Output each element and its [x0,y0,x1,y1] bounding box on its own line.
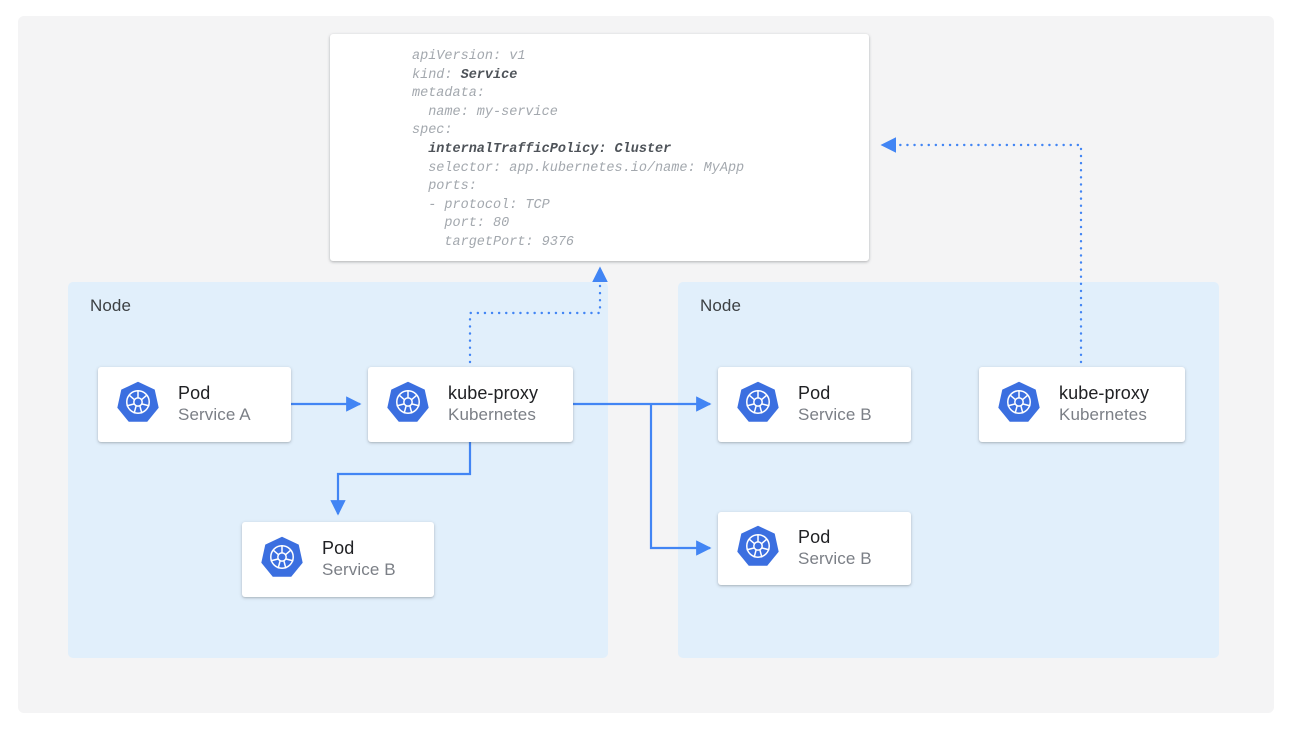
yaml-line: apiVersion: v1 [412,49,526,64]
node-container-right: Node [678,282,1219,658]
card-subtitle: Kubernetes [1059,405,1147,425]
card-kube-proxy-left[interactable]: kube-proxy Kubernetes [368,367,573,442]
card-text: Pod Service B [798,527,872,570]
card-title: Pod [798,383,831,404]
node-label-right: Node [700,296,742,315]
card-subtitle: Service A [178,405,251,425]
wire-kube-proxy-to-remote-pod-b2 [649,404,712,556]
yaml-line: internalTrafficPolicy: Cluster [412,141,672,157]
wire-kube-proxy-right-to-service [880,137,1083,364]
card-kube-proxy-right[interactable]: kube-proxy Kubernetes [979,367,1185,442]
card-title: Pod [178,383,211,404]
card-subtitle: Kubernetes [448,405,536,425]
kubernetes-icon [997,380,1041,429]
yaml-line: port: 80 [412,216,510,232]
kubernetes-icon [736,380,780,429]
service-manifest-yaml: apiVersion: v1 kind: Service metadata: nam… [412,48,744,253]
kubernetes-icon [736,524,780,573]
card-text: Pod Service B [798,383,872,426]
yaml-line: metadata: [412,86,485,102]
node-label-left: Node [90,296,132,315]
card-pod-service-b-remote-2[interactable]: Pod Service B [718,512,911,585]
card-title: kube-proxy [448,383,539,404]
kubernetes-icon [386,380,430,429]
yaml-line: - protocol: TCP [412,197,550,213]
card-subtitle: Service B [798,405,872,425]
card-text: kube-proxy Kubernetes [448,383,538,426]
wire-kube-proxy-to-local-pod-b [330,442,472,516]
yaml-line: kind: Service [412,67,518,83]
card-subtitle: Service B [322,560,396,580]
yaml-line: name: my-service [412,104,558,120]
card-title: Pod [322,538,355,559]
yaml-line: ports: [412,179,477,195]
service-manifest-card: apiVersion: v1 kind: Service metadata: nam… [330,34,869,261]
card-title: Pod [798,527,831,548]
card-subtitle: Service B [798,549,872,569]
kubernetes-icon [260,535,304,584]
card-pod-service-a[interactable]: Pod Service A [98,367,291,442]
card-pod-service-b-local[interactable]: Pod Service B [242,522,434,597]
card-text: Pod Service A [178,383,251,426]
card-pod-service-b-remote-1[interactable]: Pod Service B [718,367,911,442]
card-text: kube-proxy Kubernetes [1059,383,1149,426]
wire-kube-proxy-left-to-service [468,266,608,364]
yaml-line: selector: app.kubernetes.io/name: MyApp [412,160,745,176]
card-text: Pod Service B [322,538,396,581]
kubernetes-icon [116,380,160,429]
yaml-line: targetPort: 9376 [412,234,575,250]
card-title: kube-proxy [1059,383,1150,404]
yaml-line: spec: [412,123,453,139]
